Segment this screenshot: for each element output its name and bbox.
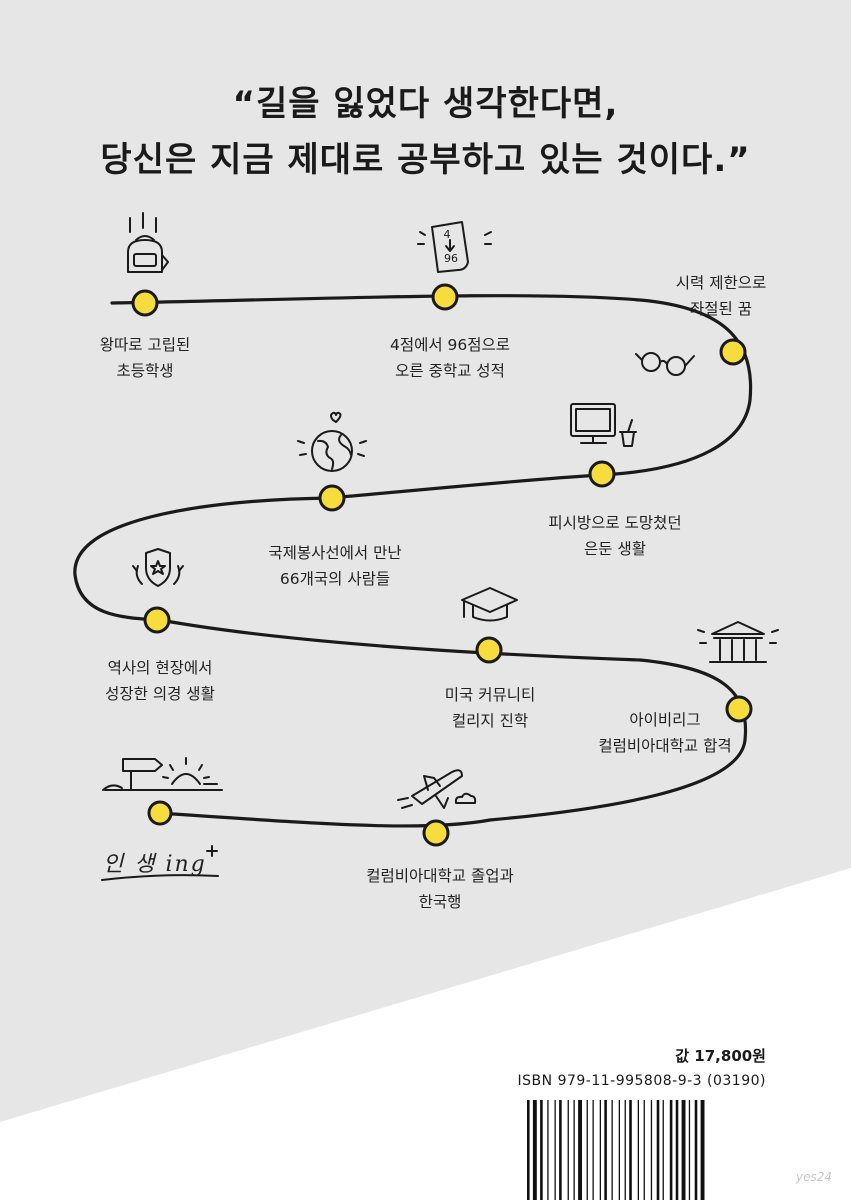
barcode-bar bbox=[540, 1100, 543, 1200]
life-ing-handwriting: 인 생 ing bbox=[103, 852, 207, 877]
barcode-bar bbox=[669, 1100, 673, 1200]
milestone-dot-9 bbox=[422, 819, 450, 847]
milestone-4-line-2: 은둔 생활 bbox=[584, 540, 646, 558]
barcode-bar bbox=[637, 1100, 639, 1200]
cloud-icon bbox=[454, 792, 477, 804]
barcode-bar bbox=[586, 1100, 588, 1200]
glasses-icon bbox=[635, 352, 695, 376]
barcode-bar bbox=[599, 1100, 601, 1200]
milestone-5-line-2: 66개국의 사람들 bbox=[279, 570, 391, 588]
milestone-7-line-1: 미국 커뮤니티 bbox=[444, 686, 536, 704]
milestone-dot-1 bbox=[131, 289, 159, 317]
milestone-dot-6 bbox=[143, 606, 171, 634]
milestone-label-8: 아이비리그 컬럼비아대학교 합격 bbox=[575, 707, 755, 759]
barcode-bar bbox=[662, 1100, 664, 1200]
barcode-bar bbox=[629, 1100, 632, 1200]
milestone-8-line-2: 컬럼비아대학교 합격 bbox=[598, 737, 732, 755]
milestone-dot-5 bbox=[318, 484, 346, 512]
milestone-2-line-2: 오른 중학교 성적 bbox=[395, 362, 505, 380]
milestone-dot-2 bbox=[431, 283, 459, 311]
gray-background-shape bbox=[0, 0, 851, 1122]
test-score-before: 4 bbox=[444, 228, 451, 241]
barcode-bar bbox=[559, 1100, 562, 1200]
university-building-icon bbox=[697, 621, 779, 663]
barcode-bar bbox=[675, 1100, 679, 1200]
barcode-bar bbox=[700, 1100, 705, 1200]
sparkle-icon bbox=[206, 845, 218, 857]
isbn-label: ISBN 979-11-995808-9-3 (03190) bbox=[517, 1073, 766, 1089]
barcode-bar bbox=[578, 1100, 582, 1200]
barcode-bar bbox=[604, 1100, 607, 1200]
barcode-bar bbox=[527, 1100, 530, 1200]
sunrise-icon bbox=[162, 757, 218, 785]
milestone-dot-4 bbox=[588, 460, 616, 488]
barcode-bar bbox=[592, 1100, 594, 1200]
barcode-bar bbox=[532, 1100, 537, 1200]
milestone-9-line-1: 컬럼비아대학교 졸업과 bbox=[366, 867, 514, 885]
milestone-1-line-2: 초등학생 bbox=[116, 362, 174, 380]
globe-icon bbox=[297, 430, 367, 472]
milestone-6-line-2: 성장한 의경 생활 bbox=[105, 685, 215, 703]
watermark: yes24 bbox=[796, 1170, 833, 1184]
barcode-bar bbox=[650, 1100, 653, 1200]
milestone-2-line-1: 4점에서 96점으로 bbox=[389, 336, 511, 354]
barcode-bar bbox=[573, 1100, 575, 1200]
computer-icon bbox=[570, 403, 616, 444]
milestone-4-line-1: 피시방으로 도망쳤던 bbox=[548, 514, 682, 532]
milestone-label-9: 컬럼비아대학교 졸업과 한국행 bbox=[340, 863, 540, 915]
barcode-bar bbox=[624, 1100, 626, 1200]
barcode-bar bbox=[694, 1100, 698, 1200]
milestone-8-line-1: 아이비리그 bbox=[629, 711, 701, 729]
milestone-label-5: 국제봉사선에서 만난 66개국의 사람들 bbox=[245, 540, 425, 592]
milestone-9-line-2: 한국행 bbox=[418, 893, 462, 911]
barcode-bar bbox=[681, 1100, 686, 1200]
life-path-line bbox=[73, 294, 753, 828]
milestone-label-1: 왕따로 고립된 초등학생 bbox=[85, 332, 205, 384]
milestone-3-line-2: 좌절된 꿈 bbox=[690, 300, 752, 318]
book-quote: “길을 잃었다 생각한다면, 당신은 지금 제대로 공부하고 있는 것이다.” bbox=[0, 76, 851, 188]
barcode-bar bbox=[567, 1100, 569, 1200]
shield-badge-icon bbox=[132, 548, 184, 587]
quote-line-2: 당신은 지금 제대로 공부하고 있는 것이다.” bbox=[100, 140, 751, 180]
life-underline bbox=[101, 874, 219, 881]
backpack-icon bbox=[127, 212, 169, 273]
milestone-label-4: 피시방으로 도망쳤던 은둔 생활 bbox=[525, 510, 705, 562]
milestone-5-line-1: 국제봉사선에서 만난 bbox=[268, 544, 402, 562]
milestone-3-line-1: 시력 제한으로 bbox=[675, 274, 767, 292]
price-label: 값 17,800원 bbox=[675, 1047, 766, 1065]
test-score-after: 96 bbox=[444, 252, 458, 265]
milestone-dot-3 bbox=[719, 338, 747, 366]
barcode-background bbox=[520, 1098, 775, 1200]
barcode-bar bbox=[643, 1100, 645, 1200]
drink-cup-icon bbox=[619, 419, 637, 447]
test-paper-icon bbox=[417, 221, 492, 273]
barcode bbox=[527, 1100, 705, 1200]
barcode-bar bbox=[547, 1100, 549, 1200]
milestone-dot-7 bbox=[475, 636, 503, 664]
barcode-bar bbox=[611, 1100, 613, 1200]
milestone-label-2: 4점에서 96점으로 오른 중학교 성적 bbox=[365, 332, 535, 384]
barcode-bar bbox=[554, 1100, 556, 1200]
milestone-6-line-1: 역사의 현장에서 bbox=[107, 659, 213, 677]
airplane-icon bbox=[397, 769, 463, 809]
barcode-bar bbox=[618, 1100, 620, 1200]
milestone-1-line-1: 왕따로 고립된 bbox=[99, 336, 191, 354]
milestone-dot-8 bbox=[725, 695, 753, 723]
milestone-label-3: 시력 제한으로 좌절된 꿈 bbox=[656, 270, 786, 322]
heart-icon bbox=[330, 411, 342, 423]
barcode-bar bbox=[656, 1100, 660, 1200]
milestone-dot-start bbox=[147, 800, 173, 826]
milestone-label-7: 미국 커뮤니티 컬리지 진학 bbox=[420, 682, 560, 734]
graduation-cap-icon bbox=[461, 587, 518, 622]
signpost-icon bbox=[102, 758, 223, 791]
quote-line-1: “길을 잃었다 생각한다면, bbox=[232, 84, 619, 124]
barcode-bar bbox=[688, 1100, 691, 1200]
milestone-label-6: 역사의 현장에서 성장한 의경 생활 bbox=[80, 655, 240, 707]
milestone-7-line-2: 컬리지 진학 bbox=[451, 712, 529, 730]
